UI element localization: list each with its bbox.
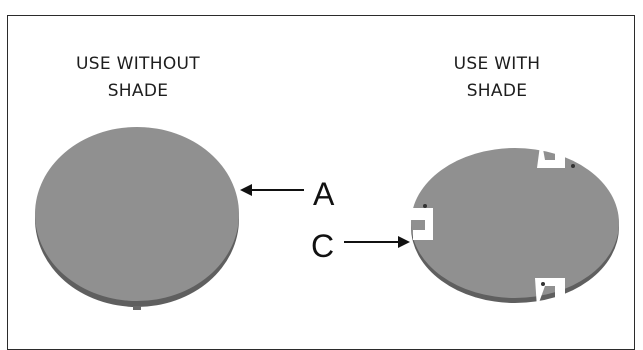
- callout-label-c: C: [311, 228, 335, 264]
- hole-marker-left: [423, 204, 427, 208]
- arrow-c: [344, 236, 410, 248]
- plain-plate: [35, 127, 239, 301]
- caption-left-line2: SHADE: [107, 81, 169, 101]
- caption-left-line1: USE WITHOUT: [76, 54, 200, 74]
- plain-plate-diagram: [35, 127, 239, 310]
- caption-right-line2: SHADE: [466, 81, 528, 101]
- arrow-a: [240, 184, 304, 196]
- plain-plate-tab: [133, 306, 141, 310]
- caption-use-with-shade: USE WITH SHADE: [397, 51, 597, 105]
- caption-right-line1: USE WITH: [453, 54, 541, 74]
- hole-marker-top: [571, 164, 575, 168]
- notched-plate-diagram: [411, 148, 619, 303]
- notched-plate: [411, 148, 619, 298]
- callout-label-a: A: [313, 176, 335, 212]
- hole-marker-bottom: [541, 282, 545, 286]
- caption-use-without-shade: USE WITHOUT SHADE: [38, 51, 238, 105]
